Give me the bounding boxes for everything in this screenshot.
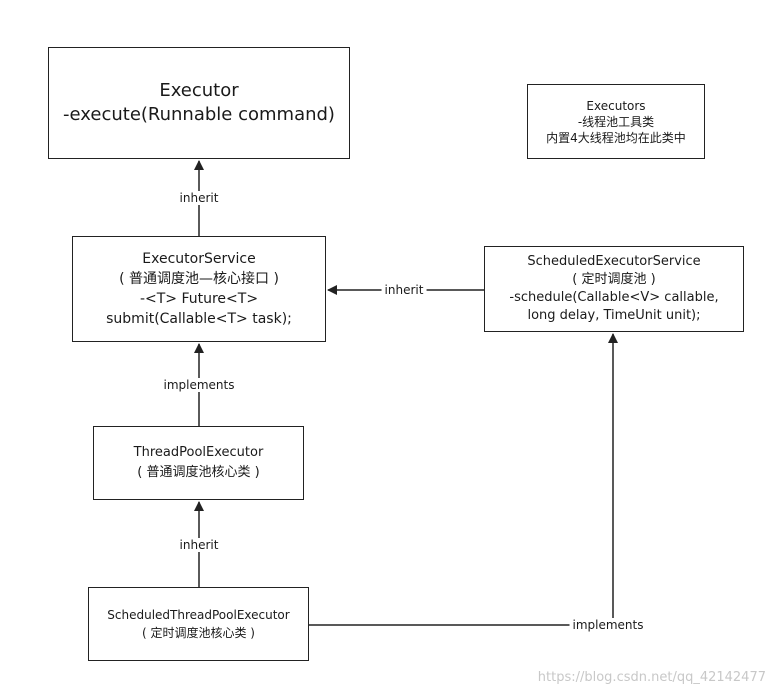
edge-label-stpe-to-tpe: inherit xyxy=(176,538,222,552)
executor-method: -execute(Runnable command) xyxy=(63,104,335,125)
edge-label-es-to-executor: inherit xyxy=(176,191,222,205)
executor-service-desc: ( 普通调度池—核心接口 ) xyxy=(119,271,279,287)
scheduled-thread-pool-executor-node: ScheduledThreadPoolExecutor ( 定时调度池核心类 ) xyxy=(88,587,309,661)
executor-service-method-2: submit(Callable<T> task); xyxy=(106,311,292,327)
executors-util-note: 内置4大线程池均在此类中 xyxy=(546,130,686,145)
executor-service-title: ExecutorService xyxy=(142,251,256,267)
executor-node: Executor -execute(Runnable command) xyxy=(48,47,350,159)
edge-label-ses-to-es: inherit xyxy=(381,283,427,297)
edge-label-stpe-to-ses: implements xyxy=(569,618,647,632)
watermark: https://blog.csdn.net/qq_42142477 xyxy=(537,670,766,685)
thread-pool-executor-desc: ( 普通调度池核心类 ) xyxy=(137,465,260,480)
scheduled-executor-service-method-1: -schedule(Callable<V> callable, xyxy=(509,290,719,305)
thread-pool-executor-title: ThreadPoolExecutor xyxy=(133,445,264,460)
executors-util-node: Executors -线程池工具类 内置4大线程池均在此类中 xyxy=(527,84,705,159)
edge-stpe-to-ses xyxy=(309,333,618,626)
scheduled-thread-pool-executor-desc: ( 定时调度池核心类 ) xyxy=(142,626,255,640)
edge-label-tpe-to-es: implements xyxy=(160,378,238,392)
scheduled-thread-pool-executor-title: ScheduledThreadPoolExecutor xyxy=(107,608,290,622)
executors-util-title: Executors xyxy=(586,98,646,113)
executor-service-node: ExecutorService ( 普通调度池—核心接口 ) -<T> Futu… xyxy=(72,236,326,342)
scheduled-executor-service-method-2: long delay, TimeUnit unit); xyxy=(527,308,701,323)
scheduled-executor-service-desc: ( 定时调度池 ) xyxy=(572,272,656,287)
scheduled-executor-service-node: ScheduledExecutorService ( 定时调度池 ) -sche… xyxy=(484,246,744,332)
thread-pool-executor-node: ThreadPoolExecutor ( 普通调度池核心类 ) xyxy=(93,426,304,500)
executor-service-method-1: -<T> Future<T> xyxy=(139,291,259,307)
scheduled-executor-service-title: ScheduledExecutorService xyxy=(527,254,701,269)
executors-util-desc: -线程池工具类 xyxy=(577,114,655,129)
executor-title: Executor xyxy=(159,80,239,101)
